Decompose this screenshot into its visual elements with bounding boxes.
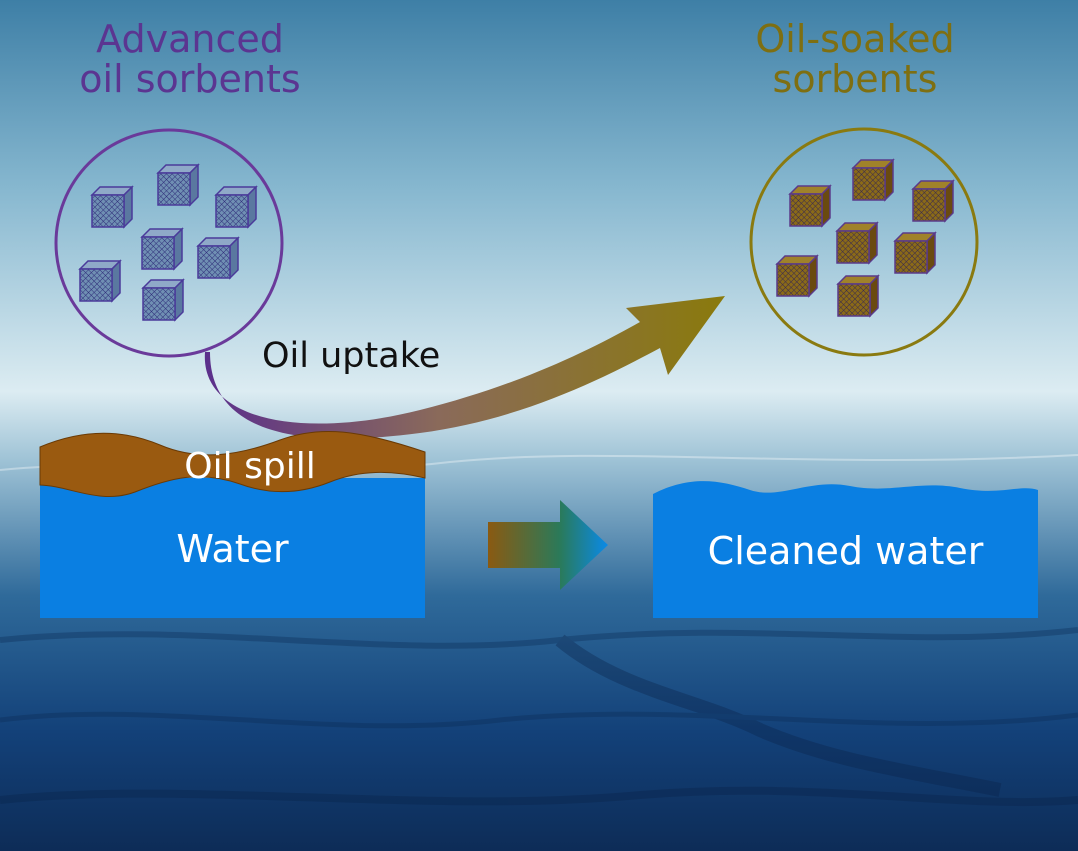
cube: [79, 260, 121, 302]
sorbent-circle-right: [749, 127, 979, 357]
cube: [157, 164, 199, 206]
cube: [789, 185, 831, 227]
cube: [912, 180, 954, 222]
cube: [215, 186, 257, 228]
cleaned-water-label: Cleaned water: [707, 529, 984, 573]
transform-arrow: [488, 500, 608, 590]
cube: [836, 222, 878, 264]
oil-soaked-sorbents-label: Oil-soaked sorbents: [755, 17, 955, 101]
cube: [894, 232, 936, 274]
cube: [91, 186, 133, 228]
oil-uptake-label: Oil uptake: [262, 336, 441, 376]
water-block: [40, 478, 425, 618]
cleaned-water-block: [653, 481, 1038, 618]
cube: [142, 279, 184, 321]
oil-spill-layer: [39, 430, 426, 498]
cube: [837, 275, 879, 317]
oil-uptake-arrow: [204, 296, 726, 439]
oil-spill-label: Oil spill: [184, 446, 316, 487]
cube: [141, 228, 183, 270]
advanced-sorbents-label: Advanced oil sorbents: [79, 17, 301, 101]
water-label: Water: [176, 527, 289, 571]
cube: [197, 237, 239, 279]
cube: [776, 255, 818, 297]
cube: [852, 159, 894, 201]
sorbent-circle-left: [54, 128, 284, 358]
